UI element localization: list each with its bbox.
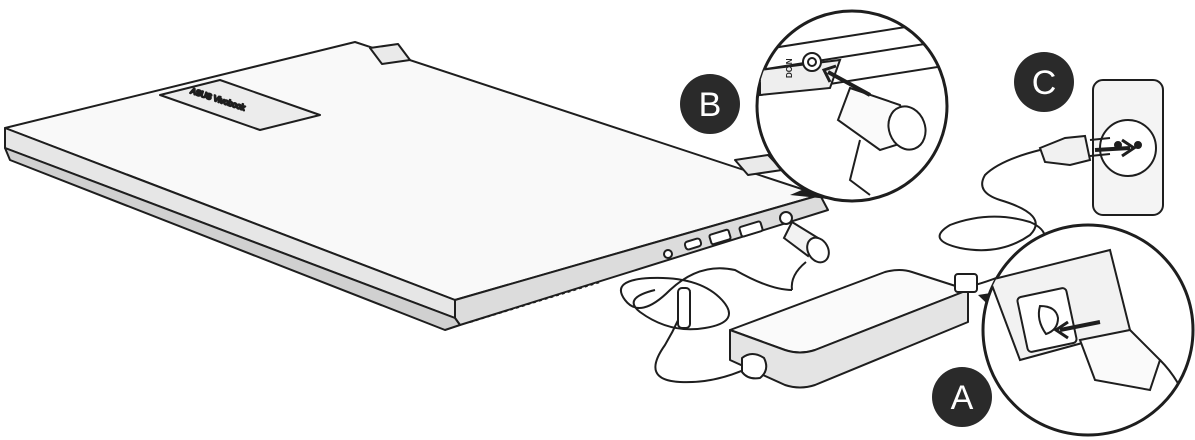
adapter-side <box>729 289 969 389</box>
hdmi-port <box>738 220 764 238</box>
insert-arrow <box>827 70 871 97</box>
vent <box>469 281 601 323</box>
wall-plug <box>1038 134 1137 167</box>
lid-sticker <box>159 79 321 131</box>
cable-strap <box>677 287 691 329</box>
dc-in-port <box>779 211 793 225</box>
step-marker-a: A <box>932 367 992 427</box>
marker-c-label: C <box>1032 64 1057 102</box>
laptop: ASUS Vivobook <box>4 41 829 331</box>
step-marker-b: B <box>680 74 740 134</box>
audio-jack <box>663 249 673 259</box>
laptop-base-side <box>454 194 829 326</box>
usb-a-port <box>708 228 732 246</box>
insert-arrow <box>1094 146 1131 152</box>
lid-bumper <box>369 43 411 65</box>
detail-a <box>981 223 1195 437</box>
marker-a-label: A <box>951 379 974 417</box>
power-adapter <box>729 269 978 389</box>
usb-c-port <box>683 237 703 251</box>
detail-b: DCIN <box>755 9 949 203</box>
laptop-bottom <box>4 147 461 331</box>
port-label: DCIN <box>785 58 794 78</box>
step-marker-c: C <box>1014 52 1074 112</box>
dc-cable <box>619 267 793 384</box>
adapter-ac-socket <box>954 273 978 293</box>
insert-arrow <box>1059 320 1101 332</box>
marker-b-label: B <box>699 86 722 124</box>
dc-plug <box>782 220 830 291</box>
adapter-output <box>741 353 768 380</box>
ac-plug-zoom <box>1078 328 1162 392</box>
